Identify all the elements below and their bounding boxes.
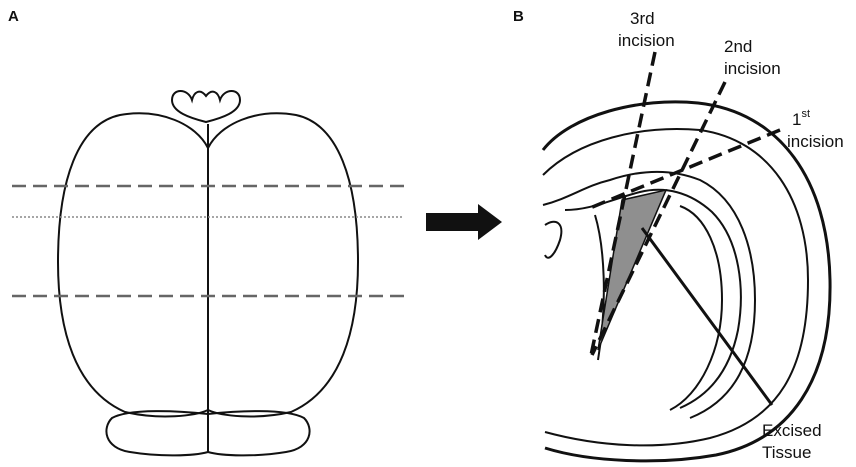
hippocampus-contour: [670, 206, 722, 410]
brain-dorsal-view: [58, 91, 358, 455]
third-incision-line1: 3rd: [630, 9, 655, 28]
second-incision-line1: 2nd: [724, 37, 752, 56]
panel-b-label: B: [513, 8, 524, 25]
first-incision-label: 1st incision: [787, 102, 844, 151]
excised-label-line1: Excised: [762, 421, 822, 440]
first-incision-number: 1: [792, 110, 801, 129]
incision-line-first: [590, 130, 780, 208]
cerebellum-right: [208, 411, 310, 455]
first-incision-superscript: st: [801, 108, 810, 120]
olfactory-bulbs: [172, 91, 240, 122]
cortex-outer-edge: [543, 102, 830, 461]
coronal-section: [543, 102, 830, 461]
first-incision-word: incision: [787, 132, 844, 151]
excised-pointer-line: [642, 228, 772, 405]
excised-tissue-label: Excised Tissue: [762, 421, 826, 462]
medial-structure: [545, 222, 561, 258]
third-incision-line2: incision: [618, 31, 675, 50]
arrow-right-icon: [426, 204, 502, 240]
second-incision-label: 2nd incision: [724, 37, 781, 78]
cerebellum-left: [106, 411, 208, 455]
excised-label-line2: Tissue: [762, 443, 811, 462]
second-incision-line2: incision: [724, 59, 781, 78]
third-incision-label: 3rd incision: [618, 9, 675, 50]
panel-a-label: A: [8, 8, 19, 25]
